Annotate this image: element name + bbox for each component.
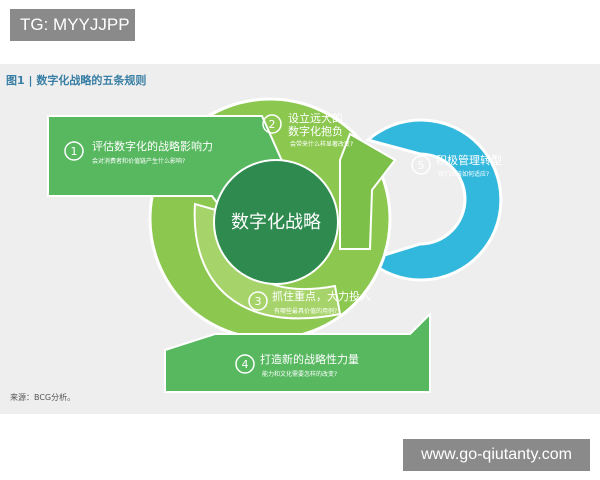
connector-arrow xyxy=(339,132,397,250)
rule4-number: 4 xyxy=(242,358,249,371)
rule5-title: 积极管理转型 xyxy=(436,153,502,167)
watermark-top: TG: MYYJJPP xyxy=(10,9,135,41)
rule5-subtitle: 我们应该如何适应? xyxy=(438,170,489,178)
rule3-subtitle: 有哪些最具价值的用例? xyxy=(274,307,337,315)
rule3-number: 3 xyxy=(255,295,262,308)
watermark-bottom: www.go-qiutanty.com xyxy=(403,439,590,471)
rule4-banner xyxy=(164,311,431,393)
figure-title: 图1 | 数字化战略的五条规则 xyxy=(6,74,147,87)
center-label: 数字化战略 xyxy=(231,212,321,233)
strategy-diagram: 1 2 3 4 5 评估数字化的战略影响力 会对消费者和价值链产生什么影响? 设… xyxy=(47,97,503,393)
rule2-number-circle xyxy=(262,114,282,134)
rule1-subtitle: 会对消费者和价值链产生什么影响? xyxy=(92,157,185,165)
rule1-number: 1 xyxy=(71,145,78,158)
rule1-title: 评估数字化的战略影响力 xyxy=(92,139,213,153)
rule5-number-circle xyxy=(411,155,431,175)
rule5-number: 5 xyxy=(418,159,425,172)
rule1-number-circle xyxy=(64,141,84,161)
source-note: 来源：BCG分析。 xyxy=(10,393,76,402)
center-circle xyxy=(213,159,339,285)
rule2-title-line1: 设立远大的 xyxy=(288,111,343,125)
rule3-number-circle xyxy=(248,291,268,311)
rule2-subtitle: 会带来什么样显著改变? xyxy=(290,140,353,148)
rule2-title-line2: 数字化抱负 xyxy=(288,124,343,138)
rule4-number-circle xyxy=(235,354,255,374)
rule2-number: 2 xyxy=(269,118,276,131)
rule4-subtitle: 能力和文化需要怎样的改变? xyxy=(262,370,337,378)
rule4-title: 打造新的战略性力量 xyxy=(260,352,359,366)
rule5-ring xyxy=(364,118,503,282)
rule3-title: 抓住重点，大力投入 xyxy=(272,289,371,303)
